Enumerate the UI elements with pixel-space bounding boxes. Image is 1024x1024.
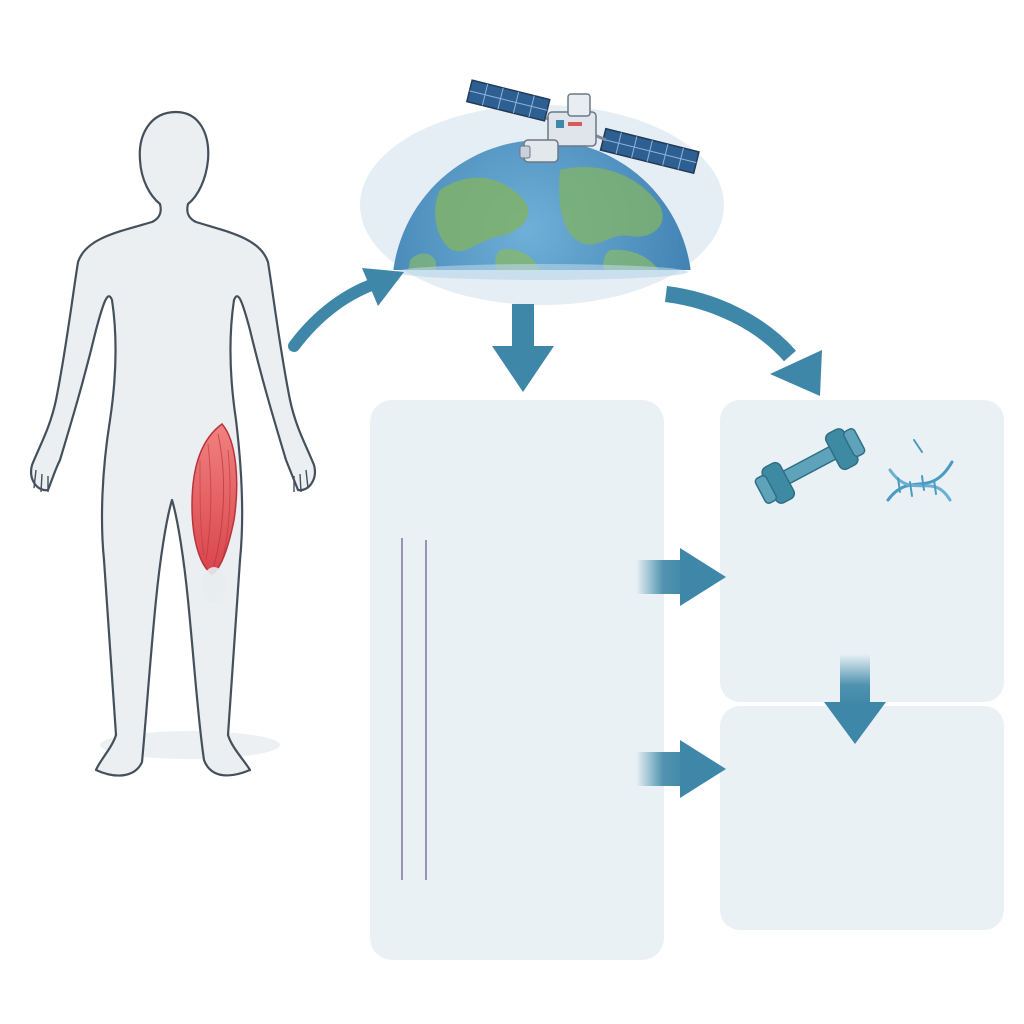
dna-helix-icon	[886, 439, 954, 502]
culture-panel	[370, 400, 664, 960]
thigh-muscle-icon	[191, 422, 238, 603]
arrow-tray-to-output-bottom	[636, 740, 726, 798]
arrow-tray-to-output-top	[636, 548, 726, 606]
arrow-globe-to-trays	[492, 304, 554, 392]
output-panel-bottom	[720, 706, 1004, 930]
arrow-output-top-to-bottom	[824, 654, 886, 744]
human-silhouette-icon	[30, 110, 316, 777]
dumbbell-icon	[754, 428, 866, 504]
globe-icon	[360, 105, 724, 305]
satellite-icon	[465, 79, 700, 175]
tray-wires	[401, 538, 427, 880]
arrow-globe-to-output	[664, 286, 822, 396]
arrow-human-to-globe	[288, 268, 404, 352]
